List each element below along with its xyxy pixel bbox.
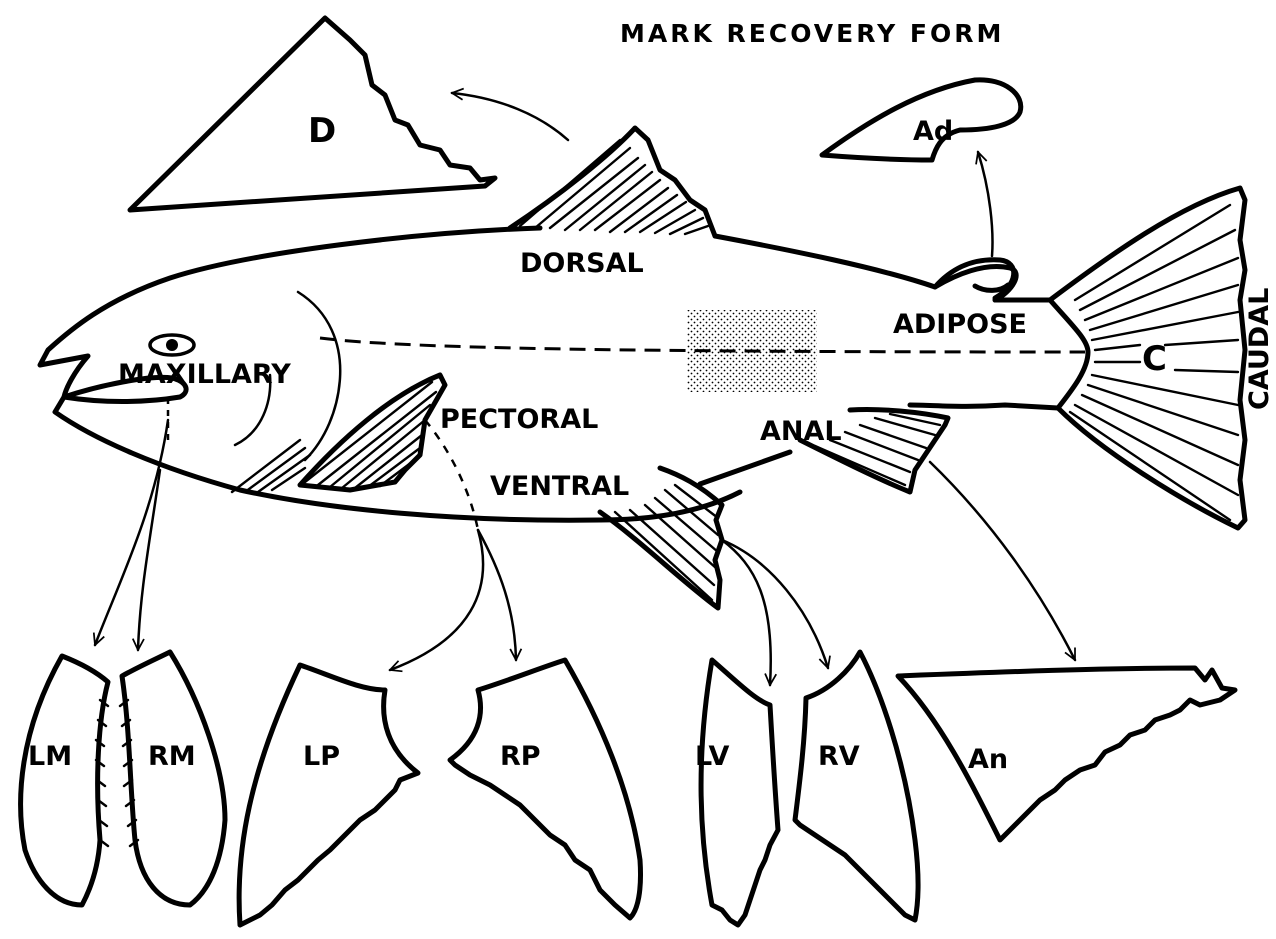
- label-right-ventral: RV: [818, 741, 860, 772]
- arrow-to-anal: [930, 462, 1075, 660]
- fish-pectoral-fin: [300, 375, 445, 490]
- arrow-to-right-ventral: [722, 540, 828, 668]
- detached-right-pectoral: [450, 660, 641, 918]
- label-detached-dorsal: D: [308, 111, 336, 151]
- arrow-to-adipose: [978, 152, 992, 256]
- label-caudal-short: C: [1142, 339, 1167, 379]
- label-left-maxillary: LM: [28, 741, 72, 772]
- detached-right-ventral: [795, 652, 918, 920]
- label-detached-anal: An: [968, 744, 1008, 775]
- form-title: MARK RECOVERY FORM: [620, 19, 1004, 48]
- detached-right-maxillary: [120, 652, 225, 905]
- detached-left-ventral: [701, 660, 778, 925]
- detached-left-pectoral: [239, 665, 418, 925]
- arrow-to-left-pectoral: [390, 530, 483, 670]
- label-right-maxillary: RM: [148, 741, 196, 772]
- label-adipose: ADIPOSE: [893, 309, 1027, 340]
- arrow-to-left-ventral: [722, 540, 771, 685]
- label-left-pectoral: LP: [303, 741, 340, 772]
- fish-dorsal-fin: [510, 128, 715, 236]
- label-right-pectoral: RP: [500, 741, 541, 772]
- fish-eye: [150, 335, 194, 355]
- label-caudal: CAUDAL: [1244, 288, 1275, 410]
- label-pectoral: PECTORAL: [440, 404, 598, 435]
- arrow-to-right-maxillary: [138, 470, 160, 650]
- detached-anal-fin: [898, 668, 1235, 840]
- label-detached-adipose: Ad: [913, 116, 953, 147]
- detached-left-maxillary: [21, 656, 108, 905]
- label-left-ventral: LV: [695, 741, 729, 772]
- label-anal: ANAL: [760, 416, 842, 447]
- stippled-tag-area: [687, 310, 817, 392]
- label-maxillary: MAXILLARY: [118, 359, 291, 390]
- arrow-to-right-pectoral: [478, 530, 516, 660]
- label-ventral: VENTRAL: [490, 471, 629, 502]
- label-dorsal: DORSAL: [520, 248, 644, 279]
- arrow-to-dorsal: [452, 93, 568, 140]
